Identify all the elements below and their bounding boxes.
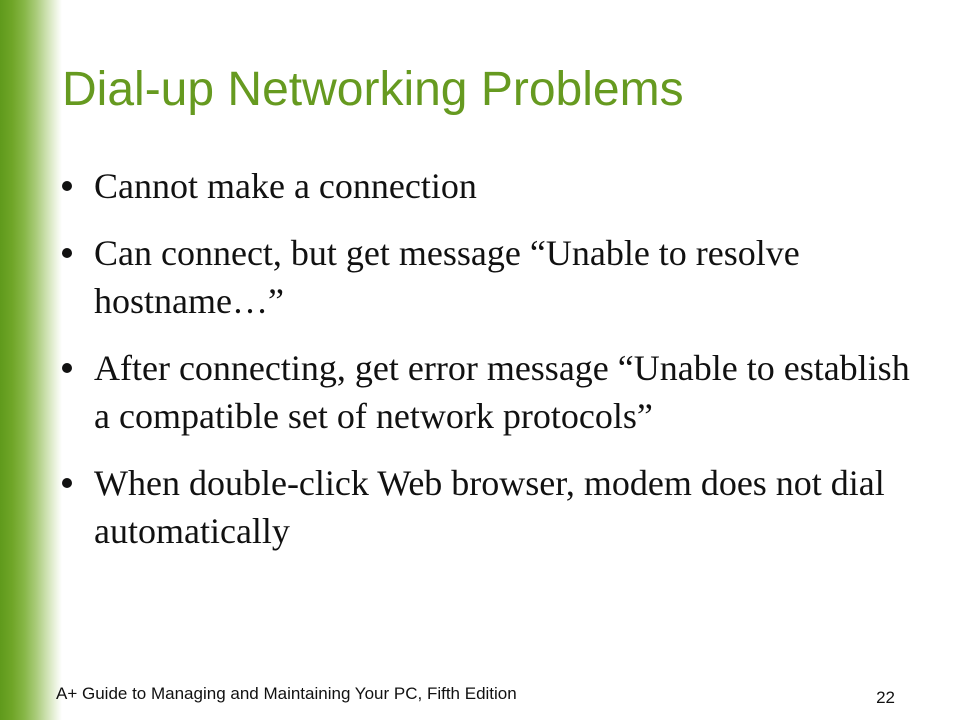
bullet-list: Cannot make a connection Can connect, bu… bbox=[62, 162, 922, 574]
bullet-text: Can connect, but get message “Unable to … bbox=[94, 233, 800, 321]
footer-book-title: A+ Guide to Managing and Maintaining You… bbox=[56, 684, 517, 703]
bullet-dot-icon bbox=[62, 363, 72, 373]
bullet-text: When double-click Web browser, modem doe… bbox=[94, 463, 885, 551]
bullet-dot-icon bbox=[62, 181, 72, 191]
bullet-text: Cannot make a connection bbox=[94, 166, 477, 206]
bullet-text: After connecting, get error message “Una… bbox=[94, 348, 910, 436]
slide-title: Dial-up Networking Problems bbox=[62, 63, 684, 116]
bullet-item: Can connect, but get message “Unable to … bbox=[62, 229, 922, 325]
bullet-item: Cannot make a connection bbox=[62, 162, 922, 210]
bullet-dot-icon bbox=[62, 478, 72, 488]
side-decorative-band bbox=[0, 0, 62, 720]
bullet-item: When double-click Web browser, modem doe… bbox=[62, 459, 922, 555]
bullet-item: After connecting, get error message “Una… bbox=[62, 344, 922, 440]
bullet-dot-icon bbox=[62, 248, 72, 258]
page-number: 22 bbox=[876, 688, 895, 707]
